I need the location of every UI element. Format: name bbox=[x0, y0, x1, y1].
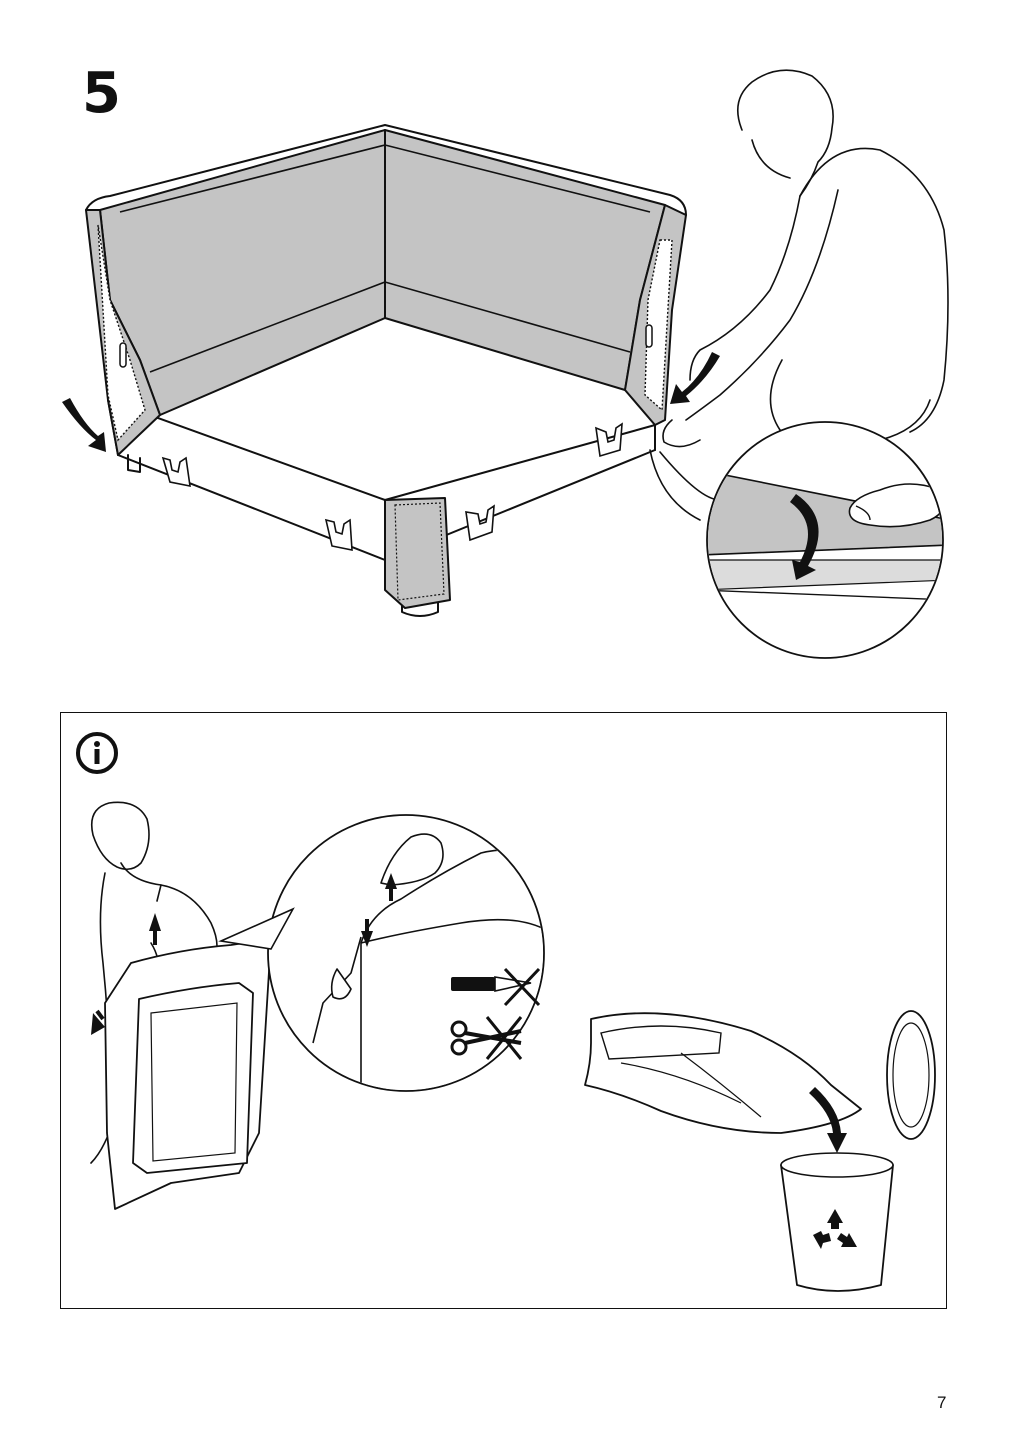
backrest-right bbox=[384, 129, 666, 391]
left-arm-inner bbox=[97, 224, 146, 442]
cushion bbox=[132, 982, 254, 1174]
recycle-icon bbox=[813, 1209, 857, 1249]
right-arm-inner bbox=[644, 239, 673, 412]
front-corner-cover bbox=[384, 497, 451, 609]
person-crouching bbox=[649, 69, 949, 521]
no-scissors-icon bbox=[450, 1016, 523, 1060]
info-panel bbox=[60, 712, 947, 1309]
curved-arrow-detail bbox=[790, 494, 819, 580]
sofa-corner-illustration bbox=[62, 69, 949, 659]
bin-lid bbox=[886, 1010, 936, 1140]
step-number: 5 bbox=[82, 61, 121, 126]
info-icon bbox=[76, 732, 118, 774]
page-number: 7 bbox=[937, 1393, 947, 1412]
no-knife-icon bbox=[451, 967, 541, 1007]
arrow-left bbox=[62, 398, 106, 452]
arrow-right bbox=[670, 352, 720, 404]
unpacking-illustration bbox=[90, 801, 936, 1292]
bracket bbox=[161, 422, 623, 551]
